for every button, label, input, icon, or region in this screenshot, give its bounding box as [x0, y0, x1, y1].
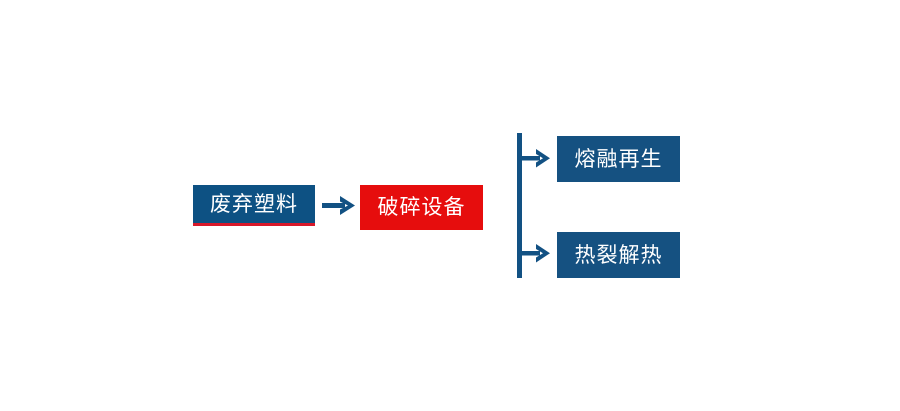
node-source-waste-plastic[interactable]: 废弃塑料	[193, 185, 315, 226]
node-source-label: 废弃塑料	[210, 192, 298, 216]
node-output-melt-regeneration[interactable]: 熔融再生	[557, 136, 680, 182]
branch-bracket-icon	[517, 133, 550, 278]
right-arrow-icon	[322, 196, 355, 215]
node-process-crushing-equipment[interactable]: 破碎设备	[360, 185, 483, 230]
node-process-label: 破碎设备	[377, 196, 466, 219]
node-output-bottom-label: 热裂解热	[574, 243, 663, 267]
node-output-pyrolysis[interactable]: 热裂解热	[557, 232, 680, 278]
connector-process-branch	[512, 128, 560, 283]
connector-source-to-process	[322, 190, 358, 222]
node-output-top-label: 熔融再生	[574, 147, 663, 171]
